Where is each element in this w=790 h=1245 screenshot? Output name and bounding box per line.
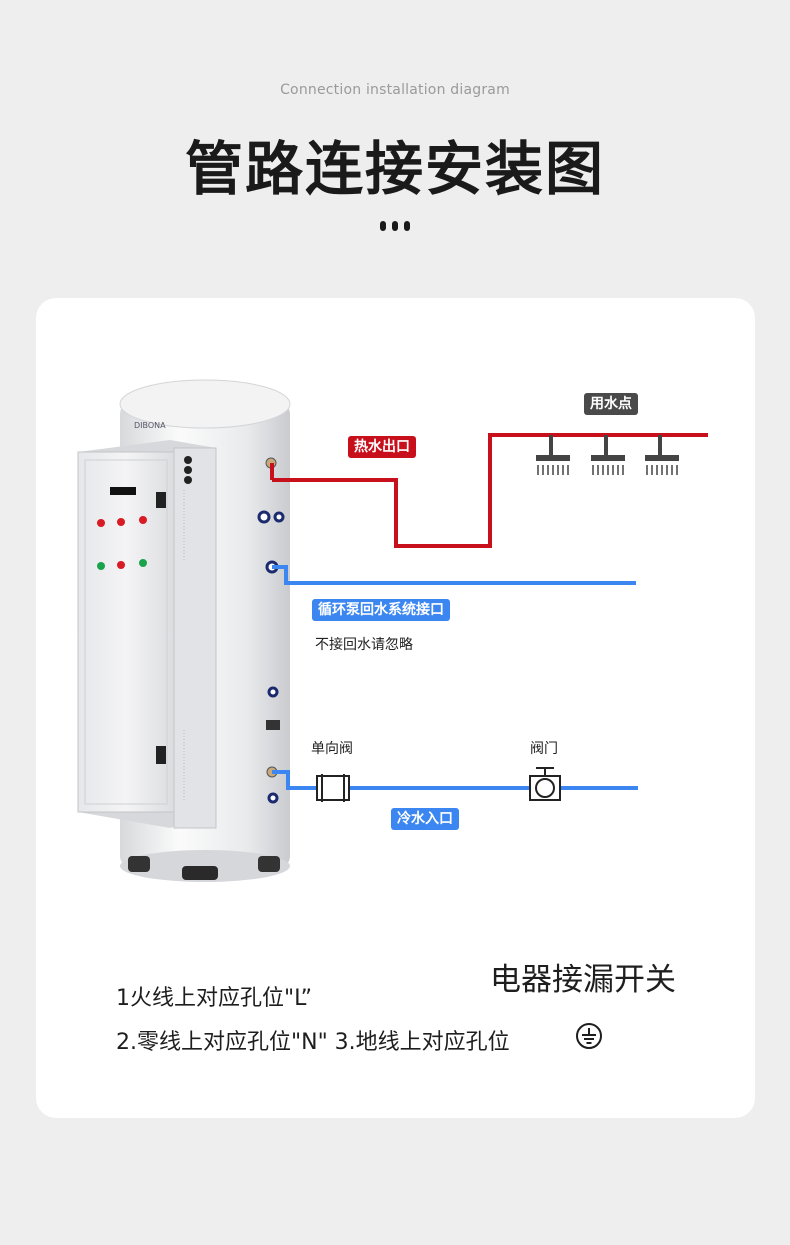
- cold-water-inlet-tag: 冷水入口: [391, 808, 459, 830]
- wiring-instruction-1: 1火线上对应孔位"L”: [116, 986, 312, 1011]
- wiring-instruction-2: 2.零线上对应孔位"N" 3.地线上对应孔位: [116, 1030, 510, 1055]
- cold-water-pipe: [272, 770, 638, 790]
- gate-valve-icon: [529, 767, 561, 801]
- ground-symbol-icon: [576, 1023, 602, 1049]
- water-point-tag: 用水点: [584, 393, 638, 415]
- circulation-return-pipe: [272, 565, 636, 585]
- check-valve-label: 单向阀: [311, 741, 353, 757]
- control-panel: [77, 440, 217, 829]
- check-valve-icon: [316, 774, 350, 802]
- shower-head-icon: [591, 435, 625, 475]
- page-subtitle: Connection installation diagram: [280, 82, 510, 98]
- brand-logo: DIBONA: [134, 421, 166, 430]
- hot-water-outlet-tag: 热水出口: [348, 436, 416, 458]
- circulation-note: 不接回水请忽略: [315, 637, 413, 653]
- leakage-switch-title: 电器接漏开关: [490, 962, 676, 998]
- shower-head-icon: [645, 435, 679, 475]
- page-title: 管路连接安装图: [184, 135, 605, 203]
- circulation-return-tag: 循环泵回水系统接口: [312, 599, 450, 621]
- section-dots-icon: [380, 221, 410, 231]
- water-point-fixtures: [536, 435, 679, 475]
- valve-label: 阀门: [530, 741, 558, 757]
- hot-water-pipe: [272, 433, 708, 548]
- shower-head-icon: [536, 435, 570, 475]
